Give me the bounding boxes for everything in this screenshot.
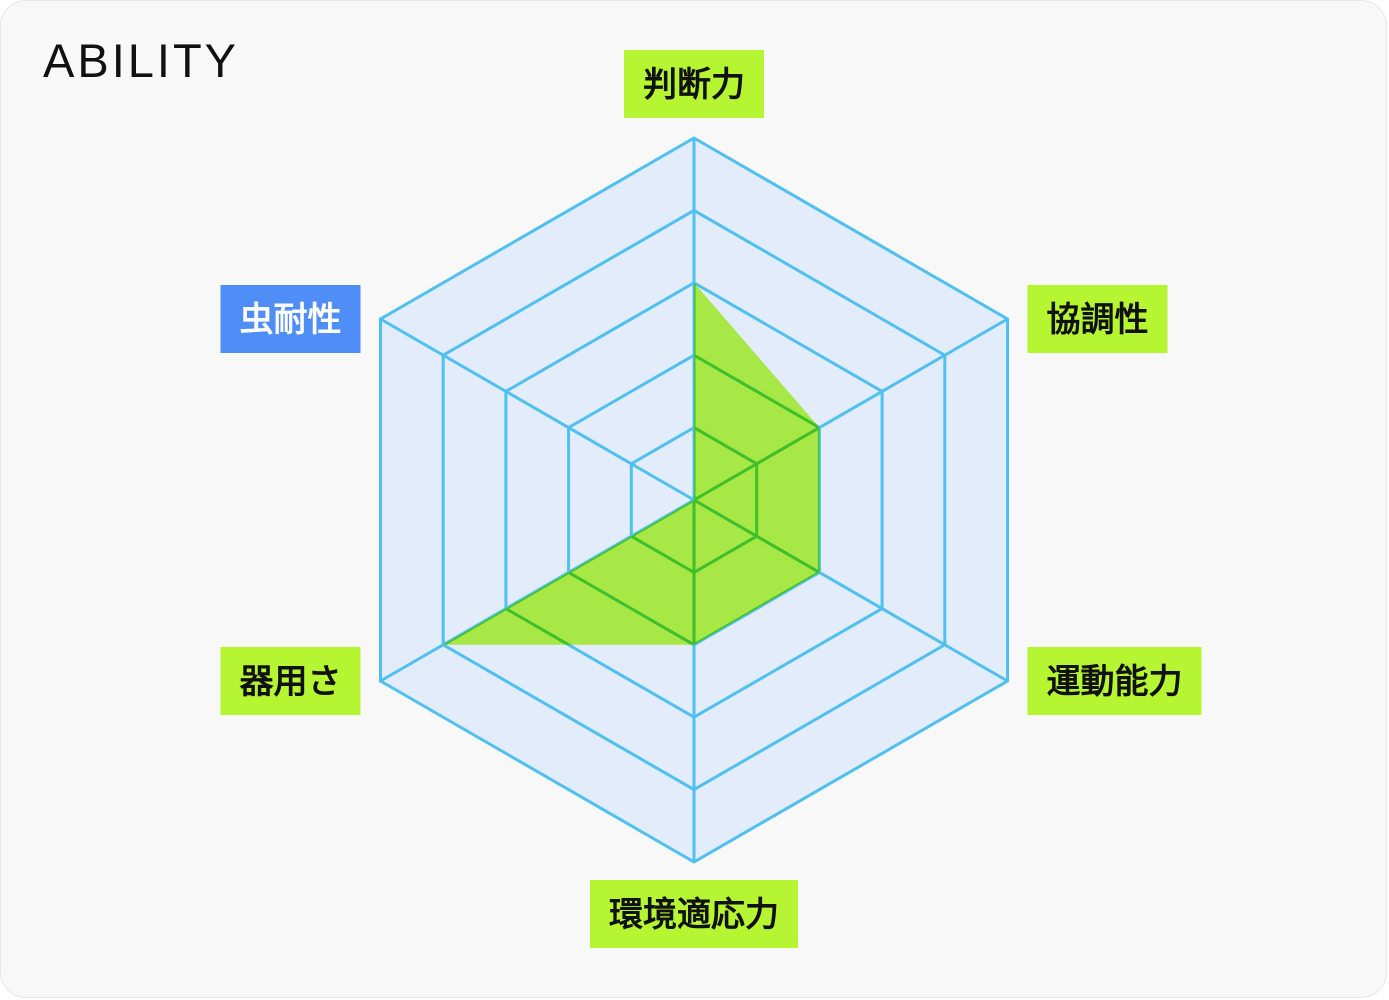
axis-label-text: 虫耐性 — [239, 300, 341, 340]
axis-label-0: 判断力 — [624, 50, 764, 118]
axis-label-bg — [220, 647, 361, 715]
axis-label-text: 運動能力 — [1047, 662, 1183, 702]
axis-label-4: 器用さ — [220, 647, 361, 715]
chart-title: ABILITY — [43, 34, 240, 87]
axis-label-bg — [1027, 647, 1202, 715]
axis-label-bg — [220, 285, 361, 353]
axis-label-5: 虫耐性 — [220, 285, 361, 353]
axis-label-text: 器用さ — [239, 662, 341, 702]
axis-label-text: 環境適応力 — [609, 895, 779, 935]
axis-label-bg — [590, 880, 798, 948]
axis-label-3: 環境適応力 — [590, 880, 798, 948]
axis-label-2: 運動能力 — [1027, 647, 1202, 715]
axis-label-1: 協調性 — [1027, 285, 1168, 353]
axis-label-text: 判断力 — [643, 65, 745, 105]
axis-label-bg — [624, 50, 764, 118]
radar-spoke — [379, 317, 695, 502]
axis-label-bg — [1027, 285, 1168, 353]
axis-label-text: 協調性 — [1047, 300, 1149, 340]
